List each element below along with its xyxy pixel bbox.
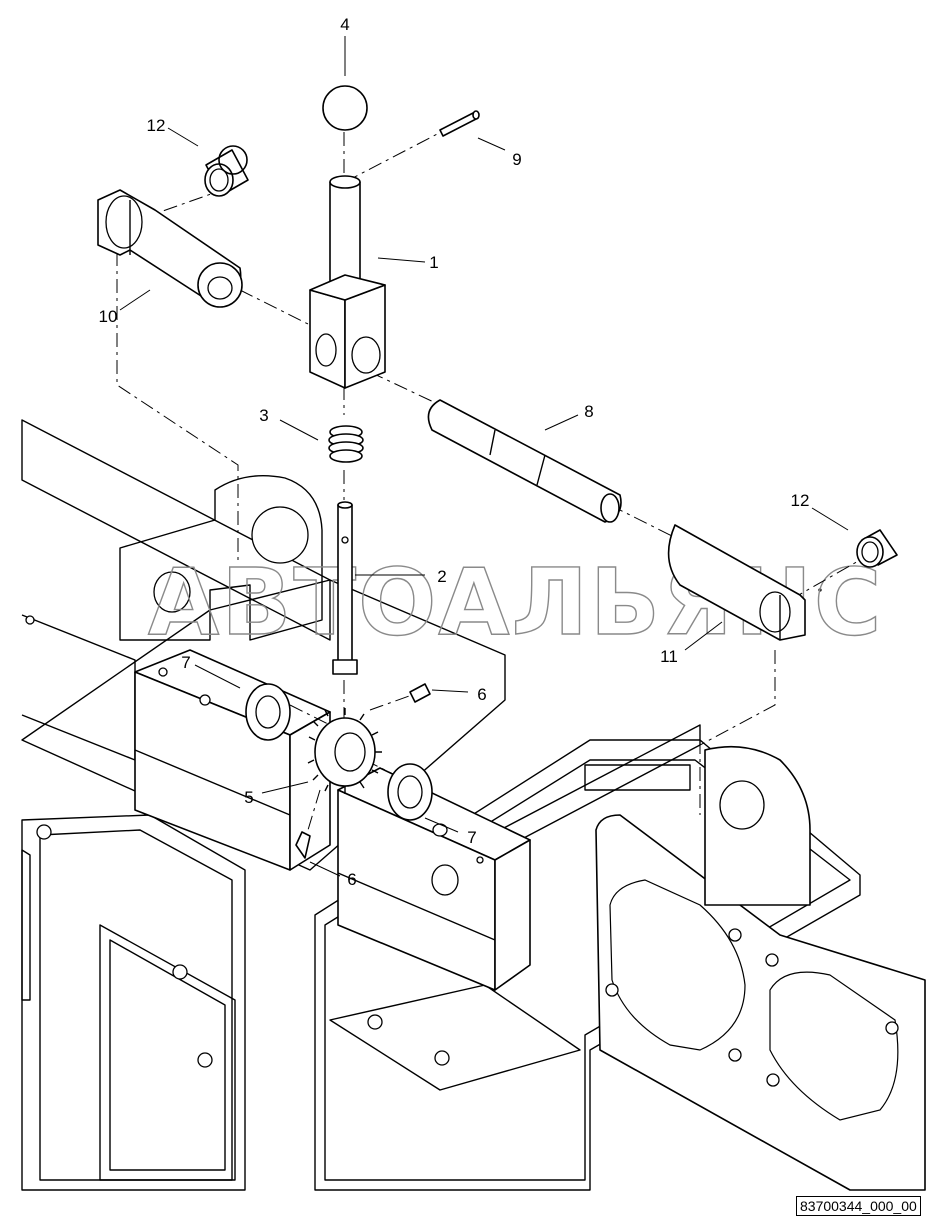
fork-lever [309, 175, 386, 389]
shaft [332, 501, 358, 675]
callouts: 4 12 9 1 10 3 8 12 2 11 7 6 5 7 6 [99, 15, 810, 889]
leader-lines [119, 36, 849, 877]
callout-part-6-lower: 6 [347, 870, 356, 889]
lever-left [97, 189, 243, 308]
right-bearing-block [337, 767, 531, 991]
housing-frame [21, 419, 926, 1191]
callout-part-5: 5 [244, 788, 253, 807]
ball-knob [322, 85, 368, 131]
callout-part-7-left: 7 [181, 653, 190, 672]
callout-part-6-upper: 6 [477, 685, 486, 704]
gear [307, 708, 382, 794]
bushing-right [856, 529, 898, 568]
assembly-axes [116, 129, 861, 841]
washers [245, 683, 433, 821]
set-screws [295, 683, 431, 859]
spring [328, 425, 364, 463]
callout-part-12-right: 12 [791, 491, 810, 510]
bushing-upper [204, 145, 249, 197]
callout-part-4: 4 [340, 15, 349, 34]
lever-right [667, 524, 806, 641]
callout-part-8: 8 [584, 402, 593, 421]
callout-part-11: 11 [660, 647, 678, 666]
callout-part-9: 9 [512, 150, 521, 169]
callout-part-2: 2 [437, 567, 446, 586]
reference-code-label: 83700344_000_00 [796, 1196, 921, 1216]
callout-part-12-upper: 12 [147, 116, 166, 135]
callout-part-7-right: 7 [467, 828, 476, 847]
pivot-pin [427, 399, 622, 523]
callout-part-3: 3 [259, 406, 268, 425]
callout-part-10: 10 [99, 307, 118, 326]
callout-part-1: 1 [429, 253, 438, 272]
